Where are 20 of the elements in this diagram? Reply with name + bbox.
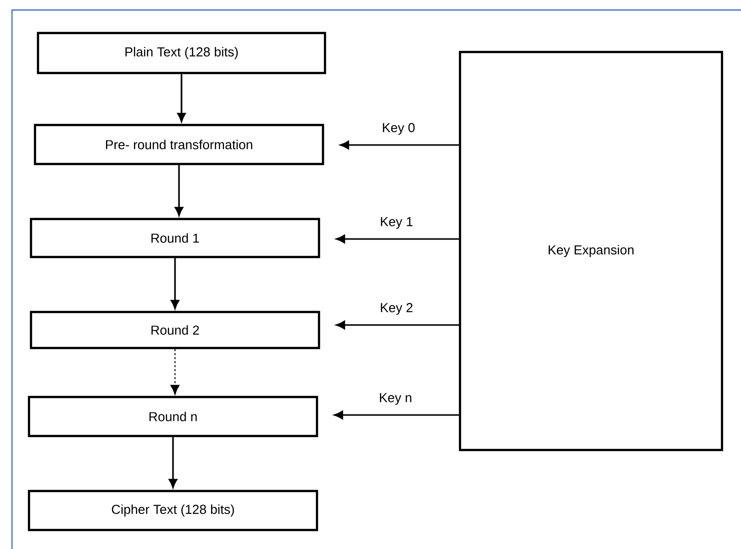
arrow (174, 165, 184, 216)
edge-label: Key 1 (378, 216, 414, 230)
process-box: Cipher Text (128 bits) (28, 490, 318, 532)
process-box: Round 1 (30, 218, 320, 258)
arrow (170, 258, 180, 309)
process-box: Plain Text (128 bits) (36, 32, 326, 74)
arrow (170, 348, 180, 395)
edge-label: Key 2 (378, 302, 414, 316)
arrow (177, 74, 186, 122)
edge-label: Key n (378, 392, 414, 406)
process-box: Round 2 (30, 310, 320, 350)
edge-label: Key 0 (380, 122, 416, 136)
arrow (336, 320, 459, 330)
key-expansion-box: Key Expansion (458, 50, 724, 452)
process-box: Pre- round transformation (34, 124, 324, 166)
arrow (340, 140, 459, 150)
arrow (334, 410, 459, 420)
process-box: Round n (28, 396, 318, 438)
arrow (168, 437, 178, 488)
arrow (336, 234, 459, 244)
